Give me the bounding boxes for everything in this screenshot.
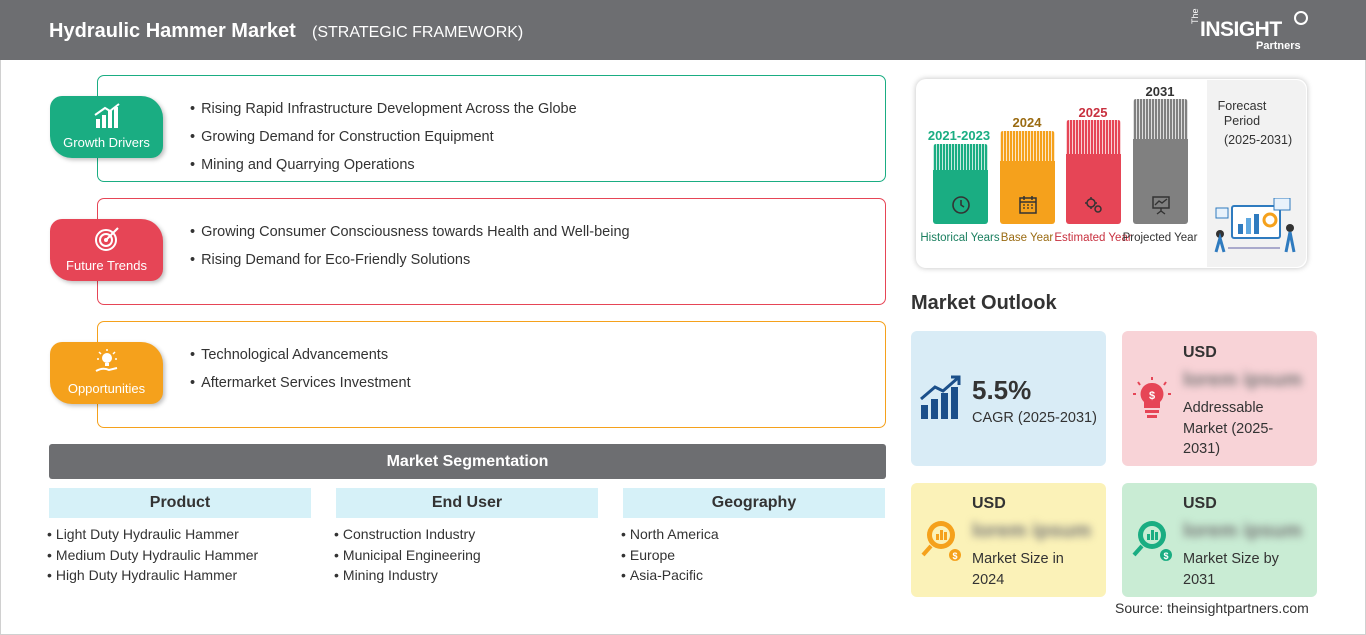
addressable-value-blurred: lorem ipsum bbox=[1183, 369, 1302, 391]
addressable-market-card: $ USD lorem ipsum Addressable Market (20… bbox=[1122, 331, 1317, 466]
segment-header-product: Product bbox=[49, 488, 311, 518]
growth-drivers-label: Growth Drivers bbox=[63, 135, 150, 150]
growth-drivers-badge: Growth Drivers bbox=[50, 96, 163, 158]
history-icon bbox=[951, 196, 970, 214]
logo-ring-icon bbox=[1294, 11, 1308, 25]
size-2024-label: Market Size in 2024 bbox=[972, 551, 1064, 588]
opportunities-label: Opportunities bbox=[67, 381, 146, 396]
presentation-icon bbox=[1151, 196, 1170, 215]
timeline-label-base: Base Year bbox=[1000, 232, 1054, 244]
list-item: Growing Consumer Consciousness towards H… bbox=[190, 218, 630, 246]
source-credit: Source: theinsightpartners.com bbox=[1115, 600, 1309, 616]
list-item: North America bbox=[621, 524, 719, 545]
size-2031-label: Market Size by 2031 bbox=[1183, 551, 1279, 588]
opportunities-list: Technological Advancements Aftermarket S… bbox=[190, 341, 411, 397]
list-item: Rising Demand for Eco-Friendly Solutions bbox=[190, 246, 630, 274]
growth-chart-icon bbox=[50, 103, 163, 129]
timeline-year-projected: 2031 bbox=[1145, 84, 1175, 99]
page-title: Hydraulic Hammer Market bbox=[49, 20, 296, 42]
opportunities-box: Technological Advancements Aftermarket S… bbox=[97, 321, 886, 428]
timeline-bar-base bbox=[1000, 131, 1055, 224]
future-trends-label: Future Trends bbox=[66, 258, 147, 273]
future-trends-badge: Future Trends bbox=[50, 219, 163, 281]
segment-header-geography: Geography bbox=[623, 488, 885, 518]
timeline-year-estimated: 2025 bbox=[1078, 105, 1108, 120]
segment-list-end-user: Construction Industry Municipal Engineer… bbox=[334, 524, 481, 586]
list-item: Construction Industry bbox=[334, 524, 481, 545]
list-item: Rising Rapid Infrastructure Development … bbox=[190, 95, 577, 123]
forecast-period-title: Forecast Period bbox=[1217, 99, 1267, 128]
timeline-bar-projected bbox=[1133, 99, 1188, 224]
svg-text:$: $ bbox=[952, 551, 957, 561]
list-item: Europe bbox=[621, 545, 719, 566]
timeline-label-projected: Projected Year bbox=[1122, 232, 1198, 244]
forecast-period-years: (2025-2031) bbox=[1224, 133, 1293, 147]
list-item: Municipal Engineering bbox=[334, 545, 481, 566]
segment-header-end-user: End User bbox=[336, 488, 598, 518]
timeline-bar-historical bbox=[933, 144, 988, 224]
analytics-people-illustration-icon bbox=[1214, 198, 1296, 253]
addressable-usd: USD bbox=[1183, 344, 1217, 361]
size-2024-usd: USD bbox=[972, 495, 1006, 512]
money-magnifier-icon: $ bbox=[921, 521, 961, 561]
svg-text:$: $ bbox=[1163, 551, 1168, 561]
dollar-bulb-icon: $ bbox=[1133, 377, 1171, 418]
market-size-2024-card: $ USD lorem ipsum Market Size in 2024 bbox=[911, 483, 1106, 597]
growth-drivers-list: Rising Rapid Infrastructure Development … bbox=[190, 95, 577, 179]
list-item: Mining Industry bbox=[334, 565, 481, 586]
list-item: Growing Demand for Construction Equipmen… bbox=[190, 123, 577, 151]
list-item: Aftermarket Services Investment bbox=[190, 369, 411, 397]
svg-text:$: $ bbox=[1149, 390, 1155, 402]
size-2031-usd: USD bbox=[1183, 495, 1217, 512]
list-item: Mining and Quarrying Operations bbox=[190, 151, 577, 179]
list-item: Asia-Pacific bbox=[621, 565, 719, 586]
list-item: High Duty Hydraulic Hammer bbox=[47, 565, 258, 586]
list-item: Technological Advancements bbox=[190, 341, 411, 369]
size-2024-value-blurred: lorem ipsum bbox=[972, 520, 1091, 542]
future-trends-box: Growing Consumer Consciousness towards H… bbox=[97, 198, 886, 305]
market-outlook-title: Market Outlook bbox=[911, 292, 1057, 314]
timeline-year-base: 2024 bbox=[1012, 115, 1042, 130]
addressable-label: Addressable Market (2025-2031) bbox=[1183, 400, 1274, 457]
size-2031-value-blurred: lorem ipsum bbox=[1183, 520, 1302, 542]
logo-the: The bbox=[1190, 8, 1200, 24]
gears-icon bbox=[1084, 197, 1102, 213]
logo-insight: INSIGHT bbox=[1200, 18, 1282, 41]
money-magnifier-icon: $ bbox=[1132, 521, 1172, 561]
insight-partners-logo[interactable]: The INSIGHT Partners bbox=[1190, 8, 1310, 54]
page-subtitle: (STRATEGIC FRAMEWORK) bbox=[312, 24, 524, 41]
cagr-value: 5.5% bbox=[972, 375, 1032, 405]
calendar-icon bbox=[1018, 196, 1037, 214]
target-icon bbox=[50, 226, 163, 252]
timeline-label-estimated: Estimated Year bbox=[1054, 232, 1132, 244]
cagr-card: 5.5% CAGR (2025-2031) bbox=[911, 331, 1106, 466]
logo-partners: Partners bbox=[1256, 40, 1301, 52]
market-size-2031-card: $ USD lorem ipsum Market Size by 2031 bbox=[1122, 483, 1317, 597]
market-segmentation-title: Market Segmentation bbox=[49, 444, 886, 479]
header-bar: Hydraulic Hammer Market (STRATEGIC FRAME… bbox=[0, 0, 1366, 60]
timeline-year-historical: 2021-2023 bbox=[927, 128, 991, 143]
growth-chart-icon bbox=[920, 375, 961, 419]
segment-list-geography: North America Europe Asia-Pacific bbox=[621, 524, 719, 586]
lightbulb-hand-icon bbox=[50, 349, 163, 375]
timeline-label-historical: Historical Years bbox=[920, 232, 1000, 244]
timeline-bar-estimated bbox=[1066, 120, 1121, 224]
opportunities-badge: Opportunities bbox=[50, 342, 163, 404]
growth-drivers-box: Rising Rapid Infrastructure Development … bbox=[97, 75, 886, 182]
list-item: Light Duty Hydraulic Hammer bbox=[47, 524, 258, 545]
list-item: Medium Duty Hydraulic Hammer bbox=[47, 545, 258, 566]
segment-list-product: Light Duty Hydraulic Hammer Medium Duty … bbox=[47, 524, 258, 586]
future-trends-list: Growing Consumer Consciousness towards H… bbox=[190, 218, 630, 274]
cagr-label: CAGR (2025-2031) bbox=[972, 410, 1097, 426]
